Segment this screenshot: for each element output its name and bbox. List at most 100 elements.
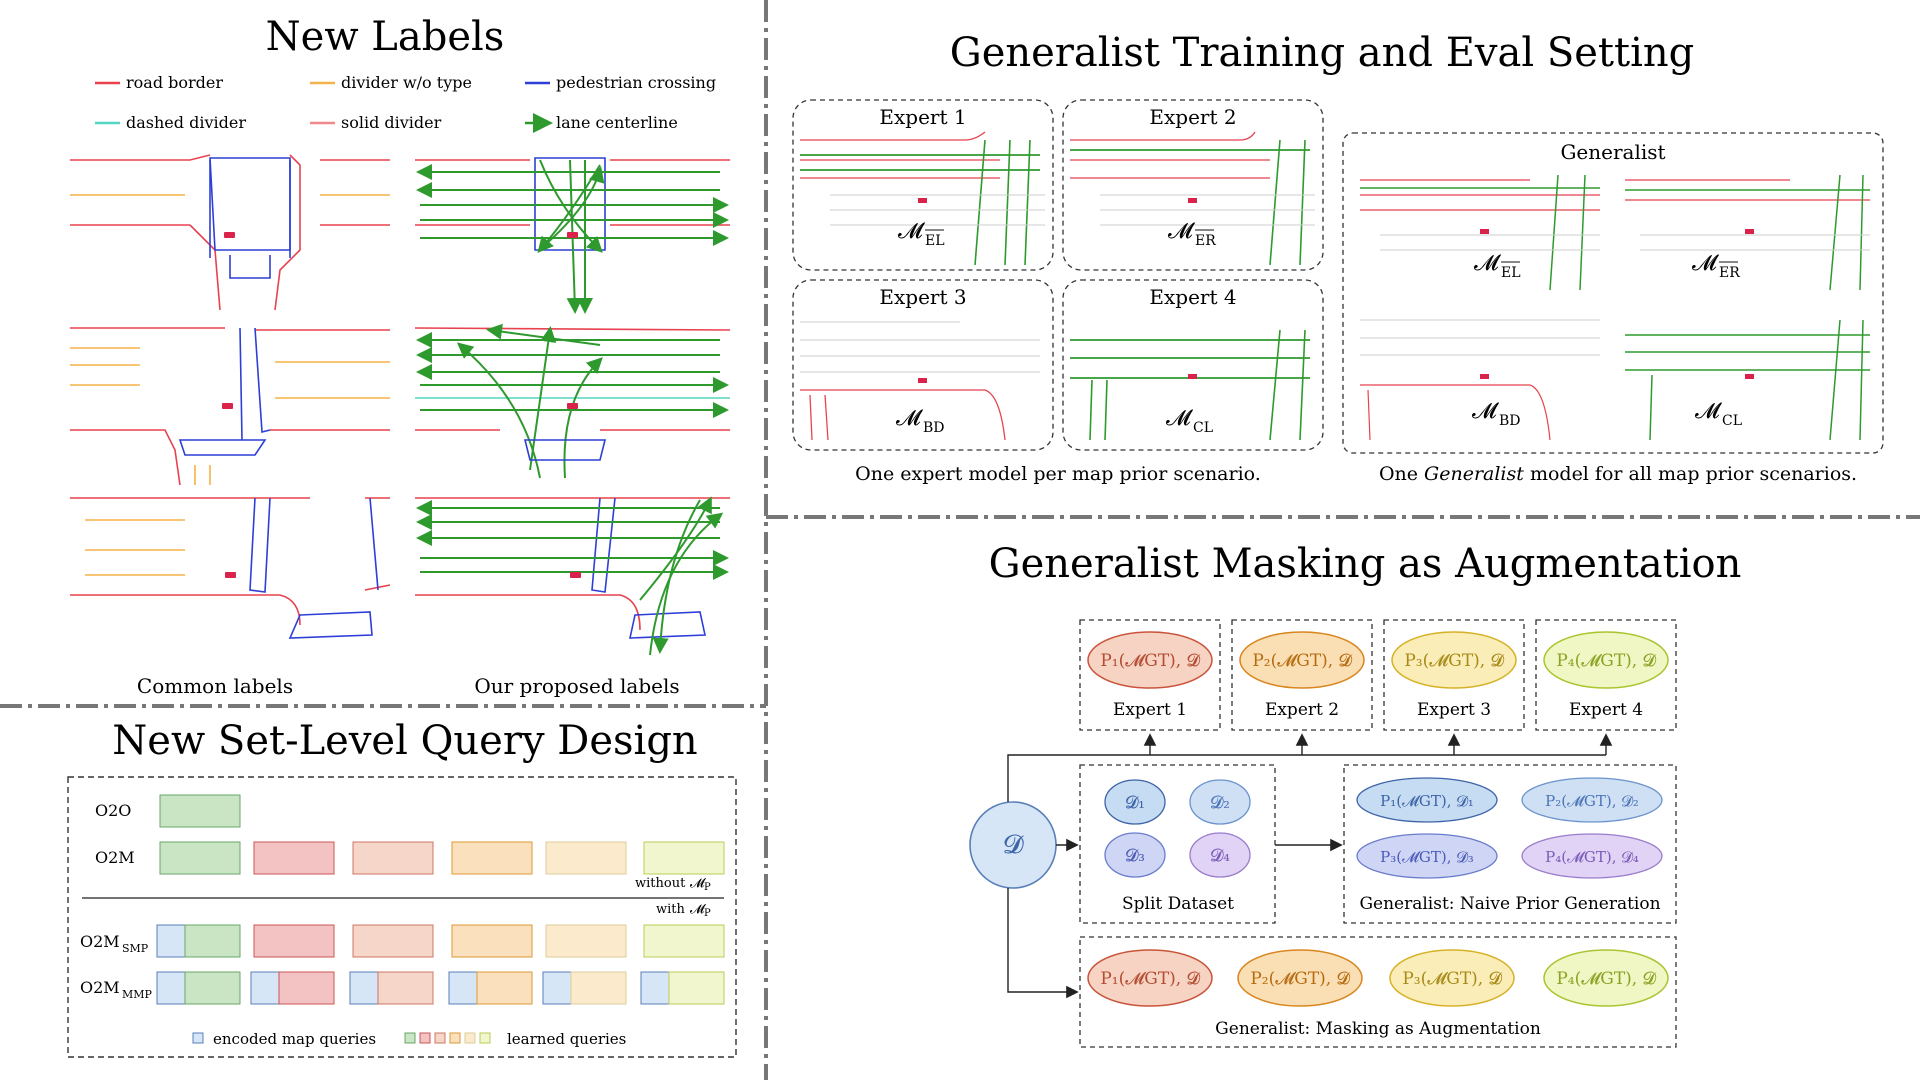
masking-expert-4: P₄(𝓜GT), 𝓓 Expert 4 [1535, 619, 1677, 731]
masking-expert-1: P₁(𝓜GT), 𝓓 Expert 1 [1079, 619, 1221, 731]
map-proposed-3 [415, 496, 730, 656]
svg-text:learned queries: learned queries [507, 1030, 626, 1048]
svg-text:P₁(𝓜GT), 𝓓: P₁(𝓜GT), 𝓓 [1100, 969, 1200, 989]
svg-text:EL: EL [925, 233, 945, 249]
ego-car-icon [567, 403, 578, 409]
masking-augmentation-box: P₁(𝓜GT), 𝓓 P₂(𝓜GT), 𝓓 P₃(𝓜GT), 𝓓 P₄(𝓜GT)… [1079, 936, 1677, 1048]
labels-panel: New Labels road border divider w/o type … [70, 14, 731, 698]
query-legend: encoded map queries learned queries [192, 1030, 626, 1048]
query-row-o2m [159, 841, 725, 875]
legend-pedestrian-crossing: pedestrian crossing [556, 73, 716, 92]
without-prior-note: without 𝓜 P [635, 876, 711, 893]
expert-box-2: Expert 2 𝓜 ER [1062, 99, 1324, 271]
svg-text:Expert 4: Expert 4 [1569, 700, 1643, 720]
svg-text:𝓜: 𝓜 [1168, 219, 1195, 244]
ego-car-icon [570, 572, 581, 578]
ego-car-icon [222, 403, 233, 409]
legend-dashed-divider: dashed divider [126, 113, 246, 132]
naive-prior-box: P₁(𝓜GT), 𝓓₁ P₂(𝓜GT), 𝓓₂ P₃(𝓜GT), 𝓓₃ P₄(𝓜… [1343, 764, 1677, 924]
legend-road-border: road border [126, 73, 223, 92]
svg-text:Expert 2: Expert 2 [1149, 105, 1236, 129]
svg-text:BD: BD [1499, 413, 1521, 429]
generalist-box: Generalist 𝓜 EL 𝓜 ER 𝓜 BD [1342, 132, 1884, 454]
ego-car-icon [224, 232, 235, 238]
query-title: New Set-Level Query Design [112, 718, 697, 764]
svg-text:𝓓₁: 𝓓₁ [1125, 793, 1145, 813]
svg-text:𝓜: 𝓜 [1474, 251, 1501, 276]
row-label-o2o: O2O [95, 801, 131, 820]
svg-text:Expert 4: Expert 4 [1149, 285, 1236, 309]
svg-text:P₂(𝓜GT), 𝓓: P₂(𝓜GT), 𝓓 [1252, 651, 1352, 671]
svg-text:Expert 1: Expert 1 [879, 105, 966, 129]
legend-divider-wo-type: divider w/o type [341, 73, 472, 92]
svg-text:CL: CL [1193, 420, 1213, 436]
svg-text:P₂(𝓜GT), 𝓓: P₂(𝓜GT), 𝓓 [1250, 969, 1350, 989]
expert-box-3: Expert 3 𝓜 BD [792, 279, 1054, 451]
split-dataset-box: 𝓓₁ 𝓓₂ 𝓓₃ 𝓓₄ Split Dataset [1079, 764, 1276, 924]
svg-text:𝓜: 𝓜 [690, 876, 706, 891]
flow-connectors [1007, 733, 1613, 999]
map-proposed-2 [414, 323, 731, 479]
svg-text:SMP: SMP [122, 942, 149, 955]
map-common-3 [70, 497, 391, 639]
labels-legend: road border divider w/o type pedestrian … [95, 73, 716, 133]
query-row-o2m-smp [156, 924, 725, 958]
svg-text:P₃(𝓜GT), 𝓓₃: P₃(𝓜GT), 𝓓₃ [1380, 848, 1474, 866]
svg-text:Expert 3: Expert 3 [879, 285, 966, 309]
svg-text:P₄(𝓜GT), 𝓓: P₄(𝓜GT), 𝓓 [1556, 969, 1656, 989]
caption-expert-models: One expert model per map prior scenario. [855, 463, 1261, 485]
query-row-o2m-mmp [156, 971, 725, 1005]
svg-text:O2M: O2M [80, 978, 120, 997]
svg-text:P₃(𝓜GT), 𝓓: P₃(𝓜GT), 𝓓 [1404, 651, 1504, 671]
expert-box-1: Expert 1 𝓜 EL [792, 99, 1054, 271]
legend-lane-centerline: lane centerline [556, 113, 678, 132]
ego-car-icon [225, 572, 236, 578]
svg-text:𝓜: 𝓜 [1166, 406, 1193, 431]
svg-text:O2M: O2M [80, 932, 120, 951]
map-common-2 [70, 327, 390, 486]
svg-text:P₂(𝓜GT), 𝓓₂: P₂(𝓜GT), 𝓓₂ [1545, 792, 1639, 810]
svg-text:P₁(𝓜GT), 𝓓₁: P₁(𝓜GT), 𝓓₁ [1380, 792, 1474, 810]
svg-text:ER: ER [1719, 265, 1740, 281]
with-prior-note: with 𝓜 P [656, 902, 711, 919]
masking-panel: Generalist Masking as Augmentation P₁(𝓜G… [969, 541, 1742, 1048]
svg-text:𝓜: 𝓜 [1472, 399, 1499, 424]
svg-text:without: without [635, 876, 686, 891]
svg-text:BD: BD [923, 420, 945, 436]
svg-text:P: P [704, 882, 711, 893]
svg-text:Generalist: Generalist [1560, 140, 1665, 164]
svg-text:with: with [656, 902, 686, 917]
svg-text:Expert 3: Expert 3 [1417, 700, 1491, 720]
svg-text:P₃(𝓜GT), 𝓓: P₃(𝓜GT), 𝓓 [1402, 969, 1502, 989]
row-label-o2m: O2M [95, 848, 135, 867]
svg-text:Generalist: Naive Prior Genera: Generalist: Naive Prior Generation [1359, 894, 1660, 914]
svg-text:P: P [704, 908, 711, 919]
svg-text:MMP: MMP [122, 988, 153, 1001]
svg-text:EL: EL [1501, 265, 1521, 281]
map-common-1 [70, 154, 390, 311]
caption-common-labels: Common labels [137, 674, 293, 698]
training-title: Generalist Training and Eval Setting [950, 30, 1694, 76]
svg-text:Generalist: Masking as Augment: Generalist: Masking as Augmentation [1215, 1019, 1541, 1039]
svg-text:P₄(𝓜GT), 𝓓: P₄(𝓜GT), 𝓓 [1556, 651, 1656, 671]
svg-text:ER: ER [1195, 233, 1216, 249]
masking-expert-2: P₂(𝓜GT), 𝓓 Expert 2 [1231, 619, 1373, 731]
labels-title: New Labels [266, 14, 505, 60]
svg-text:Split Dataset: Split Dataset [1122, 894, 1234, 914]
svg-text:CL: CL [1722, 413, 1742, 429]
svg-text:𝓜: 𝓜 [1695, 399, 1722, 424]
svg-text:𝓓₂: 𝓓₂ [1210, 793, 1230, 813]
svg-text:𝓜: 𝓜 [898, 219, 925, 244]
row-label-o2m-smp: O2M SMP [80, 932, 149, 955]
svg-text:𝓜: 𝓜 [690, 902, 706, 917]
svg-text:Expert 2: Expert 2 [1265, 700, 1339, 720]
svg-text:Expert 1: Expert 1 [1113, 700, 1187, 720]
masking-title: Generalist Masking as Augmentation [989, 541, 1742, 587]
map-proposed-1 [415, 157, 730, 314]
query-frame [67, 776, 737, 1058]
svg-text:𝓜: 𝓜 [1692, 251, 1719, 276]
ego-car-icon [567, 232, 578, 238]
svg-text:P₁(𝓜GT), 𝓓: P₁(𝓜GT), 𝓓 [1100, 651, 1200, 671]
